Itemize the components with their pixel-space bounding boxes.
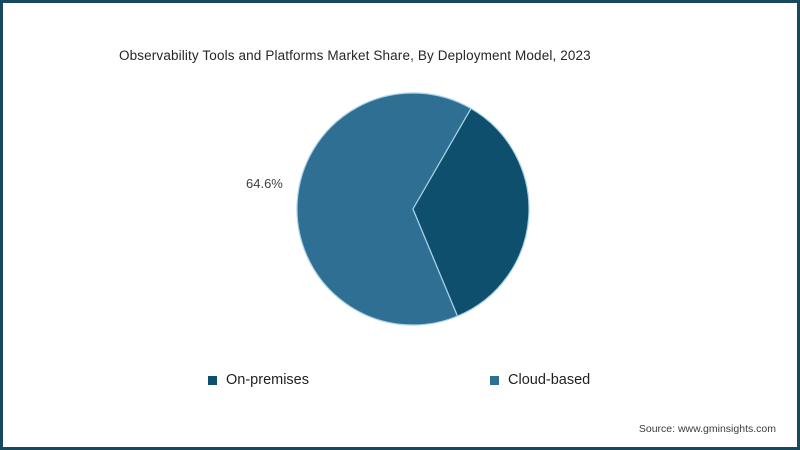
pie-plot-area: 64.6% [3,3,797,447]
legend-swatch-cloud-based [490,375,499,385]
source-note: Source: www.gminsights.com [638,423,776,435]
legend-swatch-on-premises [208,375,217,385]
chart-title: Observability Tools and Platforms Market… [119,48,591,63]
pie-chart-svg [296,92,530,326]
pie-slice-on-premises[interactable] [412,107,530,317]
legend-label-cloud-based: Cloud-based [508,371,591,388]
legend-item-cloud-based[interactable]: Cloud-based [490,369,590,391]
pie-data-label-cloud-based: 64.6% [246,176,283,191]
chart-legend: On-premises Cloud-based [3,369,797,395]
legend-label-on-premises: On-premises [226,371,309,388]
pie-slice-cloud-based[interactable] [296,92,472,326]
legend-item-on-premises[interactable]: On-premises [208,369,309,391]
